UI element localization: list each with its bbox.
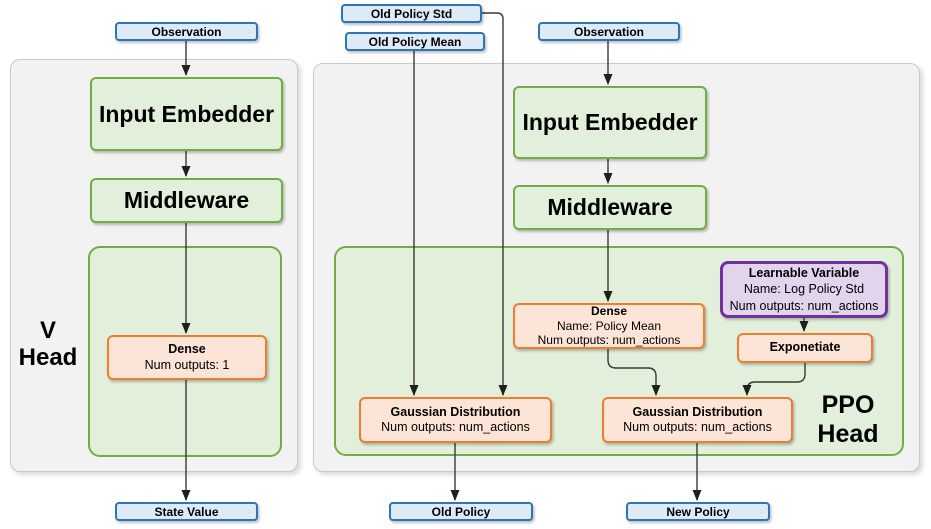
old-policy-mean-node: Old Policy Mean: [345, 32, 485, 51]
middleware-label: Middleware: [123, 187, 250, 213]
observation-label: Observation: [573, 24, 645, 39]
input-embedder-node-ppo: Input Embedder: [513, 86, 707, 159]
gaussian-num-outputs: Num outputs: num_actions: [623, 420, 772, 434]
old-policy-label: Old Policy: [431, 504, 491, 519]
observation-node-v: Observation: [115, 22, 258, 41]
learnable-variable-title: Learnable Variable: [748, 265, 860, 280]
gaussian-distribution-new-node: Gaussian Distribution Num outputs: num_a…: [602, 397, 793, 443]
old-policy-std-node: Old Policy Std: [341, 4, 482, 23]
old-policy-node: Old Policy: [389, 502, 533, 521]
gaussian-distribution-title: Gaussian Distribution: [390, 404, 521, 419]
ppo-head-title-line1: PPO: [821, 391, 875, 419]
learnable-variable-num-outputs: Num outputs: num_actions: [729, 298, 879, 313]
gaussian-distribution-old-node: Gaussian Distribution Num outputs: num_a…: [359, 397, 552, 443]
new-policy-node: New Policy: [626, 502, 770, 521]
observation-node-ppo: Observation: [538, 22, 680, 41]
state-value-label: State Value: [154, 504, 219, 519]
exponetiate-label: Exponetiate: [769, 340, 841, 355]
state-value-node: State Value: [115, 502, 258, 521]
learnable-variable-node: Learnable Variable Name: Log Policy Std …: [720, 261, 888, 318]
observation-label: Observation: [151, 24, 222, 39]
dense-title: Dense: [590, 304, 628, 319]
old-policy-mean-label: Old Policy Mean: [368, 34, 462, 49]
ppo-head-title-line2: Head: [817, 420, 879, 448]
exponetiate-node: Exponetiate: [737, 333, 873, 363]
middleware-label: Middleware: [547, 194, 673, 220]
dense-num-outputs: Num outputs: num_actions: [537, 333, 681, 348]
v-head-title-line2: Head: [18, 344, 78, 371]
input-embedder-label: Input Embedder: [98, 100, 275, 127]
dense-num-outputs: Num outputs: 1: [144, 357, 230, 372]
gaussian-num-outputs: Num outputs: num_actions: [381, 420, 530, 434]
middleware-node-ppo: Middleware: [513, 185, 707, 230]
learnable-variable-name: Name: Log Policy Std: [743, 282, 865, 297]
v-head-title: V Head: [8, 317, 88, 371]
middleware-node-v: Middleware: [90, 178, 283, 223]
old-policy-std-label: Old Policy Std: [370, 6, 453, 21]
dense-title: Dense: [168, 342, 206, 356]
input-embedder-node-v: Input Embedder: [90, 77, 283, 151]
dense-node-v: Dense Num outputs: 1: [107, 335, 267, 380]
dense-policy-mean-node: Dense Name: Policy Mean Num outputs: num…: [513, 303, 705, 349]
ppo-head-title: PPO Head: [796, 391, 900, 449]
dense-name: Name: Policy Mean: [556, 318, 662, 333]
v-head-title-line1: V: [39, 317, 56, 344]
new-policy-label: New Policy: [666, 504, 730, 519]
input-embedder-label: Input Embedder: [522, 109, 698, 135]
gaussian-distribution-title: Gaussian Distribution: [632, 404, 763, 419]
